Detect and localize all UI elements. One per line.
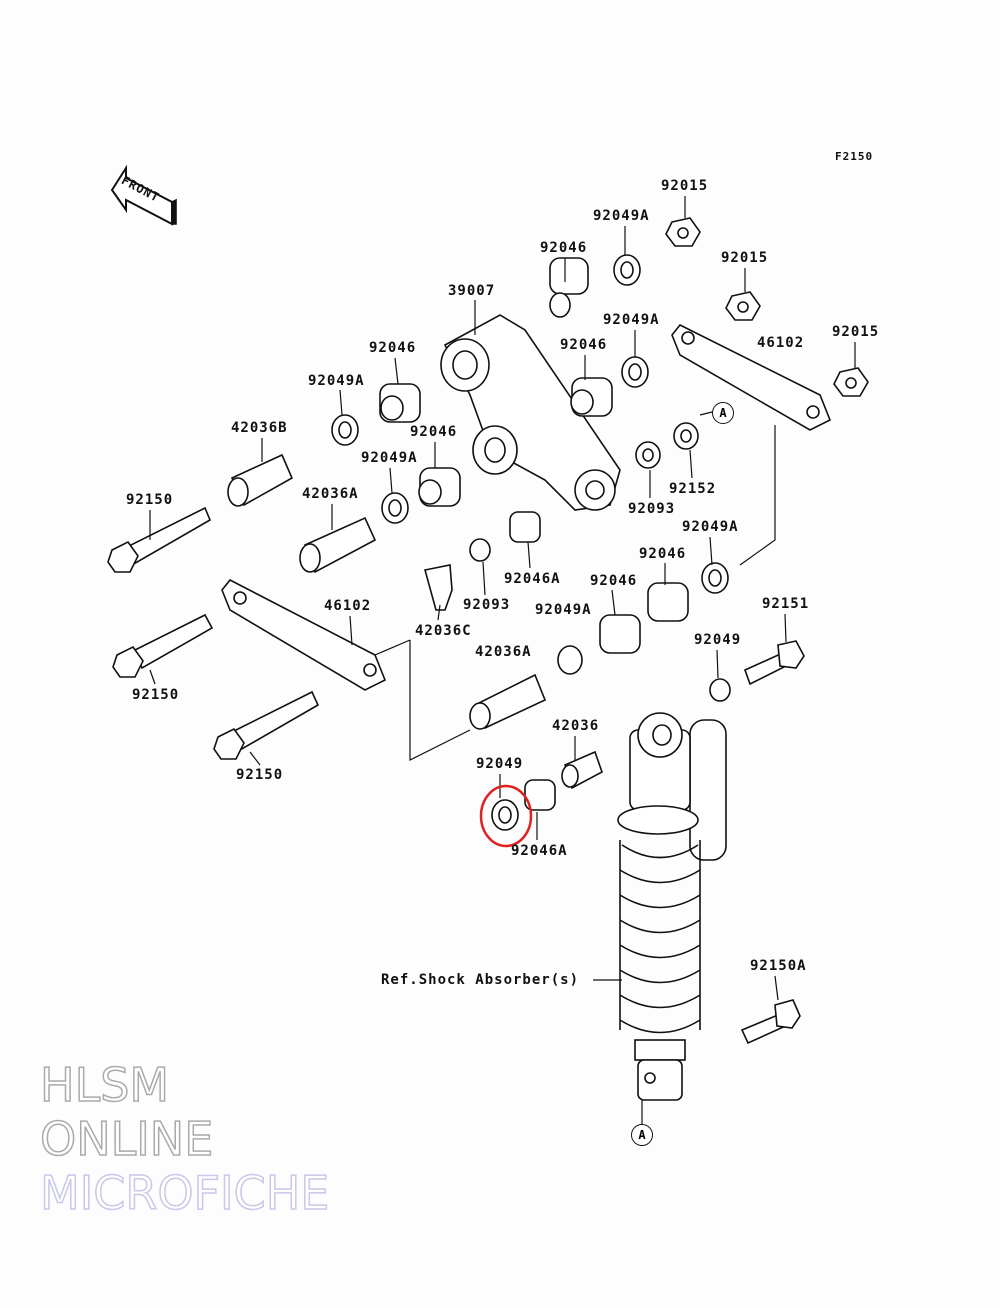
watermark-line: HLSM xyxy=(39,1058,170,1112)
part-label-92049a[interactable]: 92049A xyxy=(603,312,660,328)
part-label-92049a[interactable]: 92049A xyxy=(682,519,739,535)
front-arrow-icon xyxy=(110,164,177,226)
part-label-92046[interactable]: 92046 xyxy=(410,424,458,440)
part-label-92049[interactable]: 92049 xyxy=(694,632,742,648)
seals xyxy=(331,254,731,831)
ref-shock-absorber-label[interactable]: Ref.Shock Absorber(s) xyxy=(381,972,580,988)
part-label-42036a[interactable]: 42036A xyxy=(302,486,359,502)
diagram-code: F2150 xyxy=(835,150,874,163)
part-label-39007[interactable]: 39007 xyxy=(448,283,496,299)
highlight-circle xyxy=(479,784,533,848)
part-label-92150[interactable]: 92150 xyxy=(132,687,180,703)
shock-absorber xyxy=(617,712,727,1101)
watermark-line: MICROFICHE xyxy=(39,1166,330,1220)
part-label-92046[interactable]: 92046 xyxy=(639,546,687,562)
part-label-92152[interactable]: 92152 xyxy=(669,481,717,497)
part-label-92015[interactable]: 92015 xyxy=(721,250,769,266)
nuts xyxy=(665,217,869,397)
part-label-92015[interactable]: 92015 xyxy=(661,178,709,194)
part-label-46102[interactable]: 46102 xyxy=(757,335,805,351)
part-label-42036[interactable]: 42036 xyxy=(552,718,600,734)
part-label-92150[interactable]: 92150 xyxy=(126,492,174,508)
part-label-92046[interactable]: 92046 xyxy=(540,240,588,256)
bolts xyxy=(107,506,805,1045)
part-label-92151[interactable]: 92151 xyxy=(762,596,810,612)
watermark-line: ONLINE xyxy=(39,1112,214,1166)
part-label-92049[interactable]: 92049 xyxy=(476,756,524,772)
part-label-92046[interactable]: 92046 xyxy=(560,337,608,353)
part-label-92046a[interactable]: 92046A xyxy=(504,571,561,587)
part-label-92093[interactable]: 92093 xyxy=(628,501,676,517)
tie-rod-upper xyxy=(671,323,832,431)
part-label-92049a[interactable]: 92049A xyxy=(593,208,650,224)
part-label-42036a[interactable]: 42036A xyxy=(475,644,532,660)
part-label-92150a[interactable]: 92150A xyxy=(750,958,807,974)
part-label-46102[interactable]: 46102 xyxy=(324,598,372,614)
leader-lines xyxy=(149,196,856,1126)
part-label-42036c[interactable]: 42036C xyxy=(415,623,472,639)
part-label-92049a[interactable]: 92049A xyxy=(308,373,365,389)
part-label-92046a[interactable]: 92046A xyxy=(511,843,568,859)
ref-marker-a: A xyxy=(712,402,734,424)
bearings xyxy=(379,257,689,811)
part-label-92046[interactable]: 92046 xyxy=(369,340,417,356)
part-label-42036b[interactable]: 42036B xyxy=(231,420,288,436)
part-label-92049a[interactable]: 92049A xyxy=(535,602,592,618)
ref-marker-a: A xyxy=(631,1124,653,1146)
part-label-92015[interactable]: 92015 xyxy=(832,324,880,340)
collars xyxy=(227,453,603,790)
part-label-92150[interactable]: 92150 xyxy=(236,767,284,783)
part-label-92049a[interactable]: 92049A xyxy=(361,450,418,466)
part-label-92093[interactable]: 92093 xyxy=(463,597,511,613)
part-label-92046[interactable]: 92046 xyxy=(590,573,638,589)
